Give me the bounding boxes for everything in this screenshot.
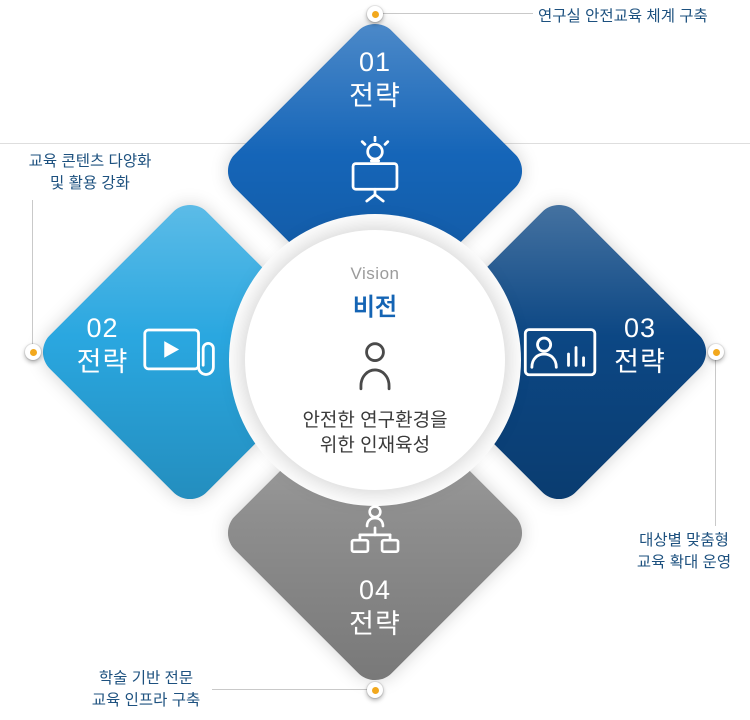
organization-chart-icon xyxy=(343,502,407,566)
strategy-01-content: 01 전략 xyxy=(300,46,450,114)
callout-top-line1: 연구실 안전교육 체계 구축 xyxy=(538,8,708,25)
bottom-callout-connector-line xyxy=(212,689,367,690)
left-vertex-marker xyxy=(25,344,41,360)
right-vertex-marker xyxy=(708,344,724,360)
presentation-lightbulb-icon xyxy=(343,136,407,204)
callout-top: 연구실 안전교육 체계 구축 xyxy=(538,6,738,28)
callout-right-line2: 교육 확대 운영 xyxy=(636,554,732,571)
bottom-vertex-marker-dot xyxy=(371,686,379,694)
top-callout-connector-line xyxy=(383,13,533,14)
strategy-03-label: 전략 xyxy=(614,346,666,377)
callout-left-line2: 및 활용 강화 xyxy=(50,175,130,192)
top-vertex-marker xyxy=(367,6,383,22)
vision-title: 비전 xyxy=(352,294,398,321)
top-vertex-marker-dot xyxy=(371,10,379,18)
strategy-02-content: 02 전략 xyxy=(60,312,145,380)
strategy-03-number: 03 xyxy=(623,313,657,343)
strategy-02-number: 02 xyxy=(86,313,119,343)
right-vertex-marker-dot xyxy=(712,348,720,356)
strategy-02-label: 전략 xyxy=(76,346,129,377)
strategy-01-label: 전략 xyxy=(349,80,401,111)
callout-right: 대상별 맞춤형 교육 확대 운영 xyxy=(634,530,734,574)
callout-right-line1: 대상별 맞춤형 xyxy=(639,532,729,549)
vision-subtitle-line2: 위한 인재육성 xyxy=(319,435,431,457)
strategy-03-content: 03 전략 xyxy=(605,312,675,380)
strategy-04-label: 전략 xyxy=(349,608,401,639)
person-icon xyxy=(345,338,405,400)
vision-subtitle: 안전한 연구환경을 위한 인재육성 xyxy=(302,408,447,458)
left-callout-connector-line xyxy=(32,200,33,344)
vision-circle: Vision 비전 안전한 연구환경을 위한 인재육성 xyxy=(245,230,505,490)
media-player-paperclip-icon xyxy=(142,324,218,386)
callout-bottom-line2: 교육 인프라 구축 xyxy=(91,692,201,709)
vision-eyebrow: Vision xyxy=(350,264,400,283)
callout-bottom-line1: 학술 기반 전문 xyxy=(98,670,194,687)
callout-left-line1: 교육 콘텐츠 다양화 xyxy=(28,153,152,170)
left-vertex-marker-dot xyxy=(29,348,37,356)
right-callout-connector-line xyxy=(715,360,716,526)
strategy-01-number: 01 xyxy=(358,47,392,77)
strategy-04-content: 04 전략 xyxy=(300,574,450,642)
strategy-04-number: 04 xyxy=(358,575,392,605)
vision-subtitle-line1: 안전한 연구환경을 xyxy=(302,410,448,431)
callout-left: 교육 콘텐츠 다양화 및 활용 강화 xyxy=(15,151,165,195)
person-analytics-screen-icon xyxy=(522,324,600,386)
bottom-vertex-marker xyxy=(367,682,383,698)
callout-bottom: 학술 기반 전문 교육 인프라 구축 xyxy=(70,668,222,712)
